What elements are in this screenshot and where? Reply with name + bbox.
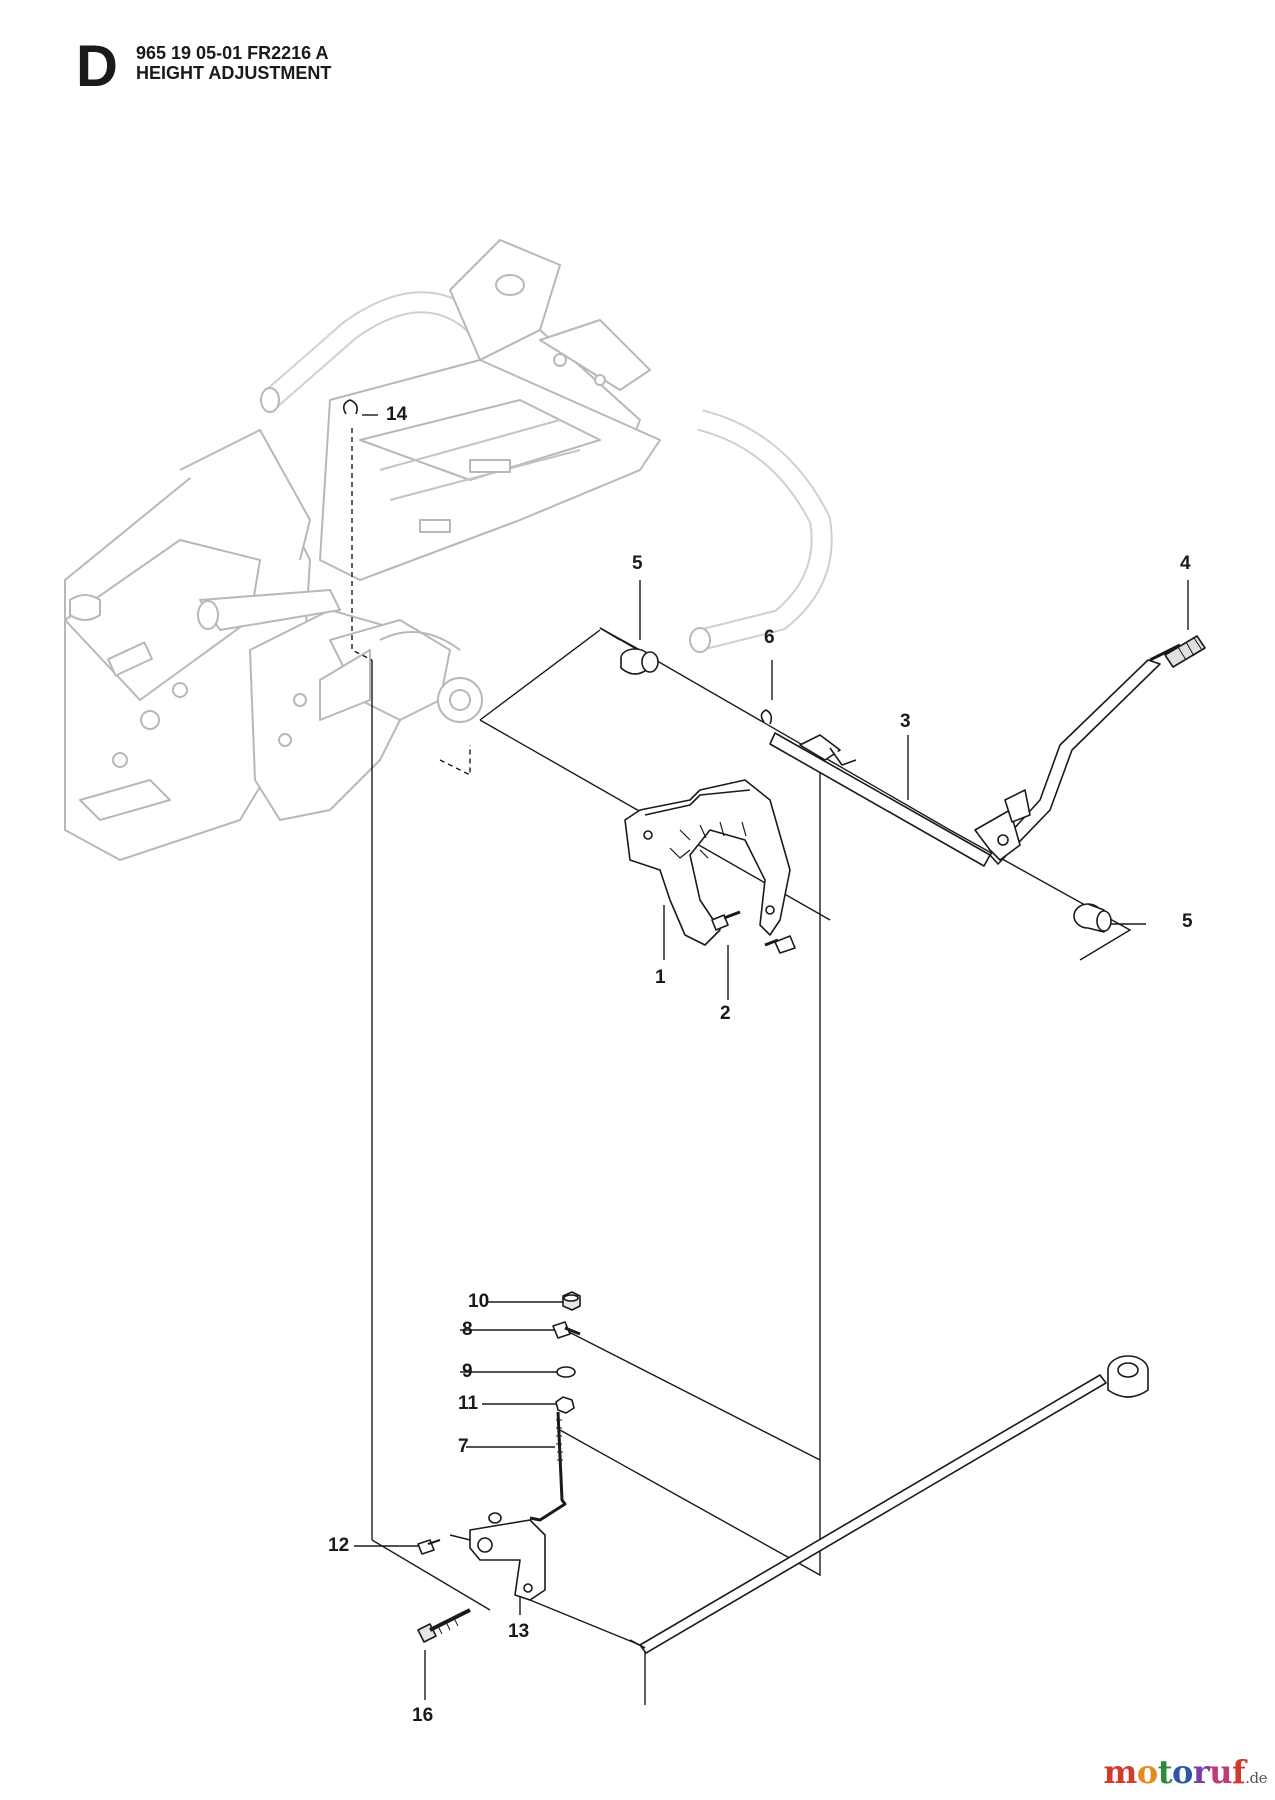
pivot-bracket-part-13: [449, 1512, 546, 1601]
callout-10: 10: [468, 1291, 490, 1312]
callout-9: 9: [462, 1361, 473, 1382]
callout-5-upper: 5: [632, 553, 643, 574]
clip-part-14: [342, 399, 358, 415]
bolt-part-16: [417, 1608, 471, 1643]
leader-lines: [351, 414, 1189, 1705]
callout-3: 3: [900, 711, 911, 732]
threaded-rod-part-7: [529, 1411, 567, 1522]
nut-part-11: [555, 1396, 575, 1414]
link-rod: [629, 1355, 1149, 1654]
sector-plate-part-1: [624, 779, 791, 946]
grip-part-4: [1164, 635, 1206, 668]
callout-5-lower: 5: [1182, 911, 1193, 932]
callout-2: 2: [720, 1003, 731, 1024]
pin-part-12: [417, 1539, 441, 1555]
callout-7: 7: [458, 1436, 469, 1457]
lever-rod-part-3: [769, 732, 991, 867]
clip-part-6: [760, 709, 773, 725]
bolt-part-2: [711, 910, 796, 954]
washer-part-9: [556, 1366, 576, 1378]
callout-8: 8: [462, 1319, 473, 1340]
callout-1: 1: [655, 967, 666, 988]
chassis-frame-ghost: [64, 239, 833, 861]
parts: [342, 399, 1206, 1654]
callout-13: 13: [508, 1621, 530, 1642]
section-letter: D: [76, 34, 118, 99]
pin-part-8: [552, 1321, 581, 1339]
bushing-part-5-lower: [1073, 903, 1112, 933]
callout-6: 6: [764, 627, 775, 648]
callout-11: 11: [458, 1393, 479, 1414]
callout-14: 14: [386, 404, 408, 425]
bushing-part-5-upper: [620, 648, 659, 675]
watermark-logo: motoruf.de: [1103, 1753, 1268, 1791]
callout-16: 16: [412, 1705, 434, 1726]
part-code: 965 19 05-01 FR2216 A: [136, 43, 329, 63]
page-title: HEIGHT ADJUSTMENT: [136, 63, 332, 83]
nut-part-10: [562, 1291, 581, 1311]
callout-4: 4: [1180, 553, 1191, 574]
callout-12: 12: [328, 1535, 350, 1556]
